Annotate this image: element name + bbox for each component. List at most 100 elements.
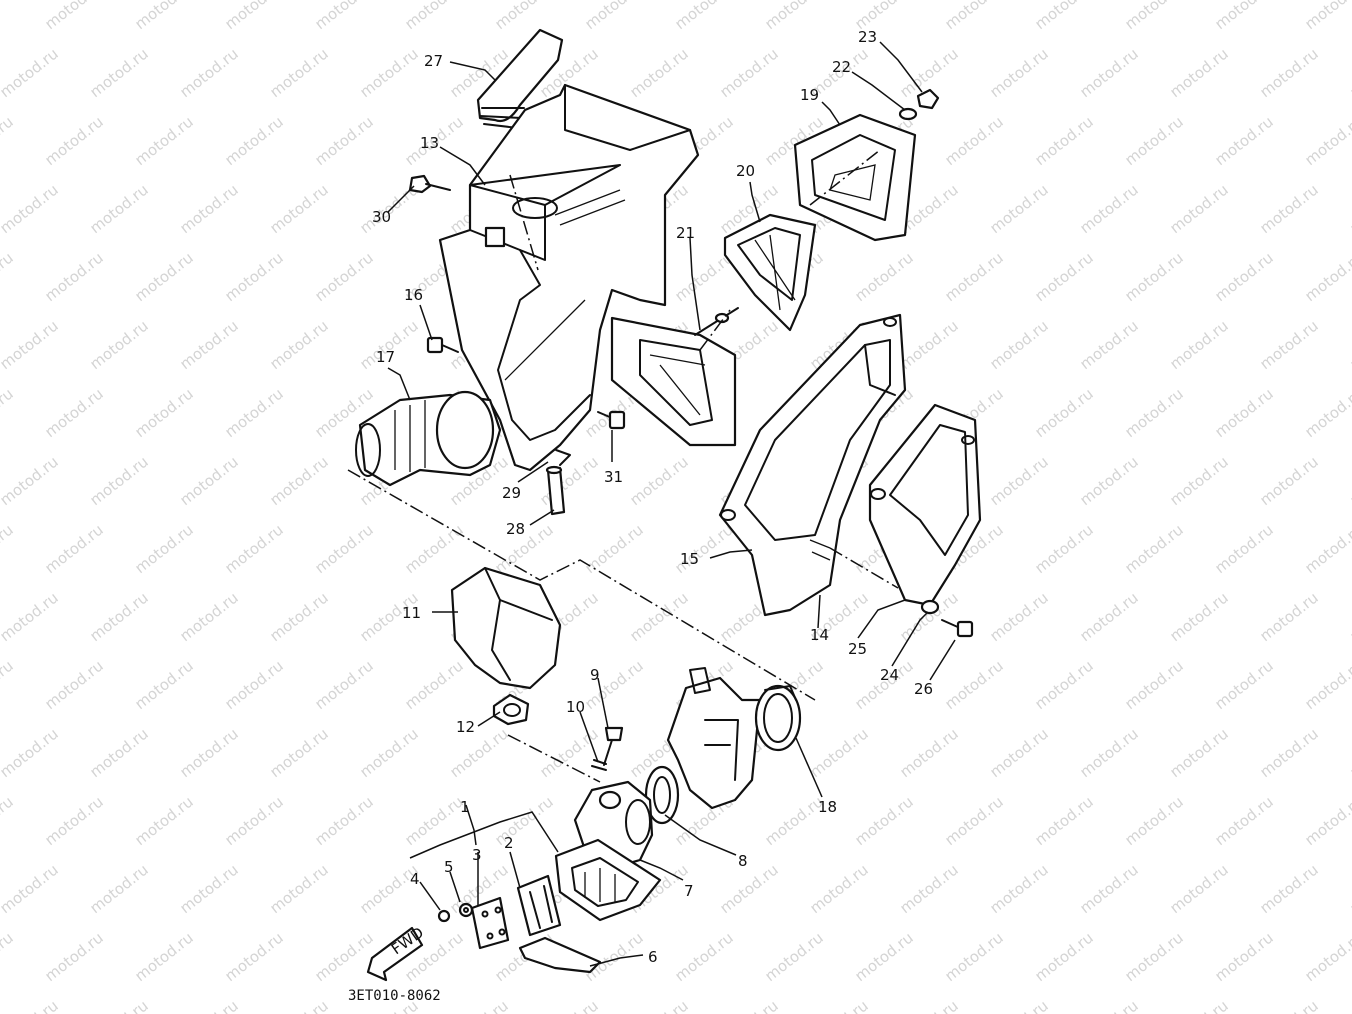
watermark-text: motod.ru: [221, 113, 286, 170]
callout-24: 24: [880, 666, 899, 684]
watermark-text: motod.ru: [266, 181, 331, 238]
watermark-text: motod.ru: [671, 0, 736, 33]
watermark-text: motod.ru: [536, 997, 601, 1014]
part-3-reed-plate: [470, 896, 510, 950]
callout-17: 17: [376, 348, 395, 366]
watermark-text: motod.ru: [356, 45, 421, 102]
watermark-text: motod.ru: [1121, 0, 1186, 33]
watermark-text: motod.ru: [986, 45, 1051, 102]
callout-27: 27: [424, 52, 443, 70]
watermark-text: motod.ru: [266, 725, 331, 782]
watermark-text: motod.ru: [0, 725, 62, 782]
center-lines: [347, 149, 899, 783]
watermark-text: motod.ru: [0, 181, 62, 238]
callout-11: 11: [402, 604, 421, 622]
watermark-text: motod.ru: [1301, 657, 1352, 714]
watermark-text: motod.ru: [86, 453, 151, 510]
part-25-side-cover: [868, 403, 982, 607]
watermark-text: motod.ru: [896, 861, 961, 918]
callout-18: 18: [818, 798, 837, 816]
watermark-text: motod.ru: [311, 0, 376, 33]
watermark-text: motod.ru: [86, 317, 151, 374]
watermark-text: motod.ru: [0, 589, 62, 646]
callout-12: 12: [456, 718, 475, 736]
callout-9: 9: [590, 666, 600, 684]
watermark-text: motod.ru: [761, 793, 826, 850]
watermark-text: motod.ru: [1166, 453, 1231, 510]
callout-31: 31: [604, 468, 623, 486]
part-17-joint: [355, 390, 502, 487]
watermark-text: motod.ru: [41, 657, 106, 714]
watermark-text: motod.ru: [131, 521, 196, 578]
part-23-screw: [916, 88, 940, 110]
watermark-text: motod.ru: [986, 453, 1051, 510]
watermark-text: motod.ru: [671, 929, 736, 986]
watermark-text: motod.ru: [896, 725, 961, 782]
watermark-text: motod.ru: [626, 997, 691, 1014]
watermark-text: motod.ru: [761, 929, 826, 986]
watermark-text: motod.ru: [941, 929, 1006, 986]
watermark-text: motod.ru: [1301, 521, 1352, 578]
watermark-text: motod.ru: [806, 997, 871, 1014]
watermark-text: motod.ru: [1256, 317, 1321, 374]
watermark-text: motod.ru: [806, 861, 871, 918]
watermark-text: motod.ru: [0, 657, 17, 714]
watermark-text: motod.ru: [0, 385, 17, 442]
watermark-text: motod.ru: [266, 317, 331, 374]
watermark-text: motod.ru: [1346, 861, 1352, 918]
watermark-text: motod.ru: [1076, 997, 1141, 1014]
watermark-text: motod.ru: [41, 521, 106, 578]
watermark-text: motod.ru: [86, 861, 151, 918]
watermark-text: motod.ru: [1346, 589, 1352, 646]
watermark-text: motod.ru: [1301, 113, 1352, 170]
watermark-text: motod.ru: [86, 45, 151, 102]
watermark-text: motod.ru: [581, 929, 646, 986]
watermark-text: motod.ru: [626, 45, 691, 102]
watermark-text: motod.ru: [1031, 929, 1096, 986]
callout-21: 21: [676, 224, 695, 242]
watermark-text: motod.ru: [311, 657, 376, 714]
part-10-spring: [591, 759, 607, 771]
watermark-text: motod.ru: [1031, 0, 1096, 33]
watermark-text: motod.ru: [896, 997, 961, 1014]
watermark-text: motod.ru: [1076, 317, 1141, 374]
watermark-text: motod.ru: [311, 793, 376, 850]
watermark-text: motod.ru: [221, 249, 286, 306]
watermark-text: motod.ru: [41, 929, 106, 986]
watermark-text: motod.ru: [1211, 113, 1276, 170]
part-27-duct-hose: [476, 28, 564, 129]
watermark-text: motod.ru: [1211, 385, 1276, 442]
part-19-element-cap: [793, 113, 917, 242]
part-16-bolt: [426, 336, 459, 354]
callout-2: 2: [504, 834, 514, 852]
watermark-text: motod.ru: [941, 793, 1006, 850]
part-13-air-box-case: [438, 83, 700, 472]
watermark-text: motod.ru: [1256, 725, 1321, 782]
watermark-text: motod.ru: [1346, 181, 1352, 238]
watermark-text: motod.ru: [311, 929, 376, 986]
watermark-text: motod.ru: [1166, 861, 1231, 918]
carburetor: [666, 667, 762, 810]
watermark-text: motod.ru: [401, 657, 466, 714]
watermark-text: motod.ru: [176, 45, 241, 102]
watermark-text: motod.ru: [41, 793, 106, 850]
watermark-text: motod.ru: [1031, 113, 1096, 170]
watermark-text: motod.ru: [536, 453, 601, 510]
callout-23: 23: [858, 28, 877, 46]
callout-22: 22: [832, 58, 851, 76]
watermark-text: motod.ru: [1166, 317, 1231, 374]
watermark-text: motod.ru: [1211, 793, 1276, 850]
watermark-text: motod.ru: [221, 793, 286, 850]
watermark-text: motod.ru: [1076, 181, 1141, 238]
watermark-text: motod.ru: [86, 589, 151, 646]
watermark-text: motod.ru: [1121, 793, 1186, 850]
watermark-text: motod.ru: [221, 0, 286, 33]
watermark-text: motod.ru: [1211, 657, 1276, 714]
watermark-text: motod.ru: [941, 657, 1006, 714]
watermark-text: motod.ru: [1166, 997, 1231, 1014]
watermark-text: motod.ru: [1121, 521, 1186, 578]
watermark-text: motod.ru: [851, 793, 916, 850]
watermark-text: motod.ru: [986, 725, 1051, 782]
part-11-joint: [450, 566, 562, 690]
